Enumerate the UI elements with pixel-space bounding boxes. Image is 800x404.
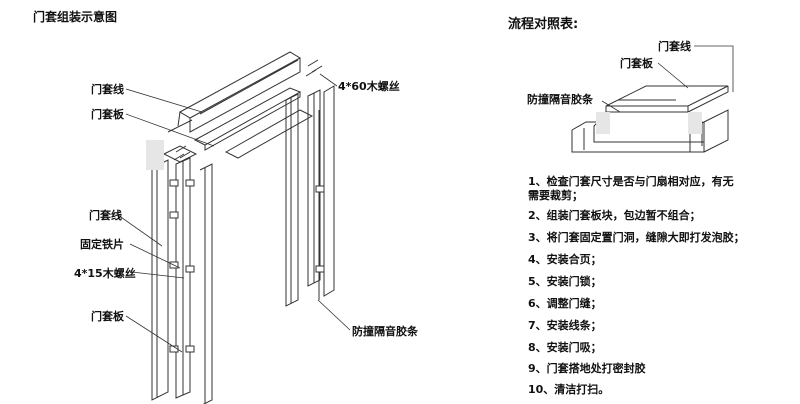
fixing-tab bbox=[169, 179, 179, 187]
label-section-rubber-strip: 防撞隔音胶条 bbox=[527, 93, 593, 106]
leader-fixing-iron bbox=[129, 243, 181, 269]
label-screw-side: 4*15木螺丝 bbox=[74, 267, 136, 280]
step-item: 1、检查门套尺寸是否与门扇相对应，有无 bbox=[528, 175, 734, 188]
step-item: 10、清洁打扫。 bbox=[528, 383, 610, 396]
step-item: 需要裁剪； bbox=[528, 189, 583, 202]
step-item: 4、安装合页； bbox=[528, 253, 602, 266]
step-item: 8、安装门吸； bbox=[528, 341, 602, 354]
leader-door-board bbox=[657, 62, 689, 89]
left-jamb-inner bbox=[199, 163, 213, 404]
label-section-door-board: 门套板 bbox=[620, 57, 653, 70]
step-item: 7、安装线条； bbox=[528, 319, 602, 332]
left-jamb-board bbox=[175, 157, 191, 399]
label-rubber-strip: 防撞隔音胶条 bbox=[352, 325, 418, 338]
label-section-door-line: 门套线 bbox=[658, 40, 691, 53]
fixing-tab bbox=[169, 211, 179, 219]
fixing-tab bbox=[315, 265, 325, 273]
fixing-tab bbox=[185, 265, 195, 273]
top-head-line bbox=[177, 111, 181, 127]
right-jamb-board bbox=[307, 89, 321, 287]
label-top-door-board: 门套板 bbox=[91, 108, 124, 121]
leader-side-door-line bbox=[117, 214, 163, 247]
leader-rubber-strip-r bbox=[601, 100, 621, 113]
label-side-door-line: 门套线 bbox=[89, 209, 122, 222]
fixing-tab bbox=[315, 185, 325, 193]
leader-top-door-line bbox=[125, 88, 203, 113]
step-item: 9、门套搭地处打密封胶 bbox=[528, 362, 646, 375]
section-u-channel bbox=[571, 121, 703, 153]
leader-side-door-board bbox=[125, 315, 183, 353]
leader-top-door-board bbox=[125, 113, 215, 147]
leader-rubber-strip bbox=[317, 299, 351, 331]
step-item: 3、将门套固定置门洞，缝隙大即打发泡胶； bbox=[528, 231, 745, 244]
section-door-line bbox=[605, 85, 729, 107]
leader-door-line bbox=[694, 45, 734, 92]
label-side-door-board: 门套板 bbox=[91, 310, 124, 323]
fixing-tab bbox=[185, 345, 195, 353]
label-screw-top: 4*60木螺丝 bbox=[338, 80, 400, 93]
leader-screw-top bbox=[319, 73, 338, 87]
top-head-board bbox=[178, 51, 302, 119]
step-item: 2、组装门套板块，包边暂不组合； bbox=[528, 209, 701, 222]
label-top-door-line: 门套线 bbox=[91, 83, 124, 96]
left-jamb-outer bbox=[151, 159, 169, 401]
right-jamb-outer bbox=[285, 93, 299, 307]
step-item: 6、调整门缝； bbox=[528, 297, 602, 310]
right-jamb-inner bbox=[323, 85, 335, 297]
flow-title: 流程对照表: bbox=[508, 17, 579, 32]
step-item: 5、安装门锁； bbox=[528, 275, 602, 288]
label-fixing-iron: 固定铁片 bbox=[80, 238, 124, 251]
leader-screw-side bbox=[131, 271, 185, 279]
fixing-tab bbox=[185, 179, 195, 187]
left-title: 门套组装示意图 bbox=[33, 10, 118, 24]
